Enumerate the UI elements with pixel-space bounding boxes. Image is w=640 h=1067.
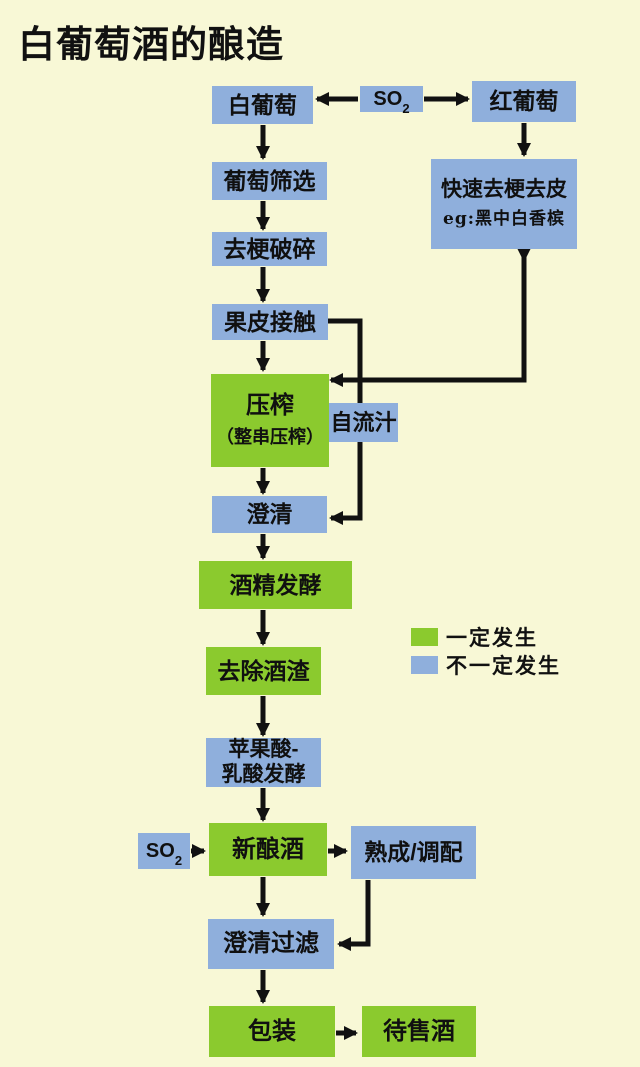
node-label: 白葡萄 — [228, 91, 297, 118]
node-label-line2: 乳酸发酵 — [221, 762, 306, 786]
node-clarification: 澄清 — [212, 496, 327, 533]
node-label: 快速去梗去皮 — [441, 178, 567, 202]
legend-item-optional: 不一定发生 — [411, 653, 561, 678]
elbow-maturation-to-filter — [337, 880, 371, 951]
legend-swatch-green — [411, 628, 438, 646]
node-label: 澄清过滤 — [223, 930, 319, 958]
legend: 一定发生 不一定发生 — [411, 625, 561, 684]
node-subtitle: （整串压榨） — [216, 426, 324, 448]
node-pressing: 压榨 （整串压榨） — [211, 374, 329, 467]
legend-label: 不一定发生 — [446, 653, 561, 678]
node-quick-destem: 快速去梗去皮 eg:黑中白香槟 — [431, 159, 577, 249]
legend-label: 一定发生 — [446, 625, 538, 650]
node-label: 熟成/调配 — [364, 839, 463, 866]
node-label: 果皮接触 — [224, 308, 316, 335]
node-destem-crush: 去梗破碎 — [212, 232, 327, 266]
node-clarify-filter: 澄清过滤 — [208, 919, 334, 969]
node-label: 红葡萄 — [489, 88, 559, 115]
node-label: 酒精发酵 — [229, 571, 322, 598]
node-skin-contact: 果皮接触 — [212, 304, 328, 340]
node-maturation-blend: 熟成/调配 — [351, 826, 476, 879]
node-label: 葡萄筛选 — [223, 167, 316, 194]
node-label-line1: 苹果酸- — [228, 738, 299, 762]
node-packaging: 包装 — [209, 1006, 335, 1057]
node-label: 包装 — [248, 1017, 296, 1045]
legend-swatch-blue — [411, 656, 438, 674]
node-lees-removal: 去除酒渣 — [206, 647, 321, 695]
node-red-grape: 红葡萄 — [472, 81, 576, 122]
node-label: 压榨 — [246, 392, 294, 420]
node-subtitle: eg:黑中白香槟 — [443, 209, 565, 230]
node-label: 去除酒渣 — [217, 657, 310, 684]
node-label: 新酿酒 — [232, 835, 304, 863]
node-label: 自流汁 — [330, 409, 397, 435]
node-label: 澄清 — [246, 501, 293, 528]
node-white-grape: 白葡萄 — [212, 86, 313, 124]
node-grape-sorting: 葡萄筛选 — [212, 162, 327, 200]
node-wine-for-sale: 待售酒 — [362, 1006, 476, 1057]
node-malolactic: 苹果酸- 乳酸发酵 — [206, 738, 321, 787]
node-label: 去梗破碎 — [223, 235, 316, 262]
legend-item-certain: 一定发生 — [411, 625, 561, 650]
node-new-wine: 新酿酒 — [209, 823, 327, 876]
page-title: 白葡萄酒的酿造 — [18, 24, 284, 65]
node-alcohol-fermentation: 酒精发酵 — [199, 561, 352, 609]
elbow-red-branch-to-pressing — [329, 253, 527, 387]
node-label: 待售酒 — [383, 1017, 455, 1045]
node-free-run-juice: 自流汁 — [329, 403, 398, 442]
